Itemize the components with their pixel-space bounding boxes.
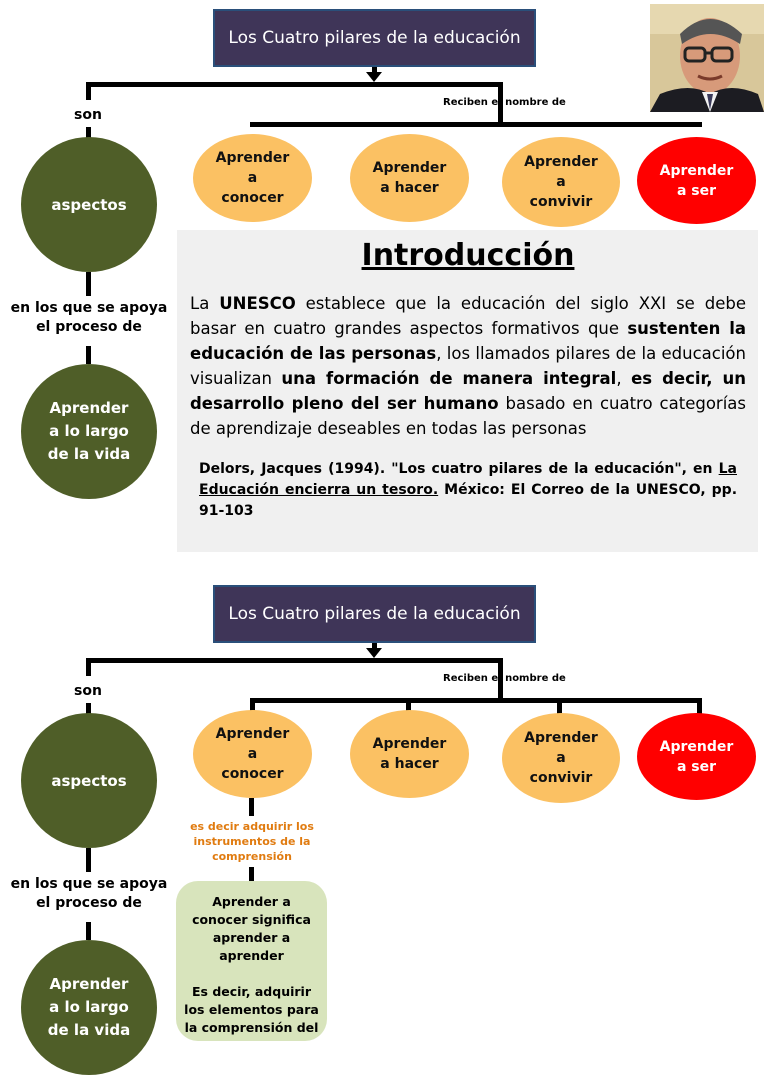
intro-bold: es decir, un desarrollo pleno del ser hu… [190,369,746,413]
connector [498,658,503,702]
pillar-line: a [556,750,566,766]
connector [86,82,91,100]
lifelong-line-2: a lo largo [49,998,129,1016]
connector [697,698,702,716]
box-paragraph-1: Aprender a conocer significa aprender a … [192,894,311,963]
connector [249,867,254,881]
pillar-line: Aprender [215,726,290,742]
ref-text: Delors, Jacques (1994). "Los cuatro pila… [199,461,719,477]
connector [250,122,702,127]
intro-panel: Introducción La UNESCO establece que la … [177,230,758,552]
aspectos-label: aspectos [51,771,127,790]
intro-text: La [190,294,220,313]
lifelong-line-3: de la vida [47,1021,131,1039]
apoya-line-2: el proceso de [36,895,142,911]
intro-paragraph: La UNESCO establece que la educación del… [190,291,746,441]
pillar-line: Aprender [524,154,598,170]
intro-reference: Delors, Jacques (1994). "Los cuatro pila… [190,459,746,522]
apoya-line-2: el proceso de [36,319,142,335]
aspectos-circle: aspectos [21,137,157,272]
pillar-line: Aprender [372,736,447,752]
pillar-line: Aprender [659,738,734,755]
conocer-note: es decir adquirir los instrumentos de la… [190,820,314,863]
pillar-line: conocer [221,190,284,206]
connector [86,346,91,364]
pillar-line: conocer [221,766,284,782]
intro-text: , [616,369,632,388]
connector [86,127,91,139]
apoya-label: en los que se apoya el proceso de [0,875,178,913]
pillar-line: convivir [529,194,593,210]
aspectos-circle: aspectos [21,713,157,848]
connector [86,922,91,940]
connector [86,848,91,872]
diagram-title-text: Los Cuatro pilares de la educación [228,604,521,624]
connector [86,82,503,87]
connector [249,798,254,816]
connector [498,82,503,126]
pillar-line: Aprender [659,162,734,179]
author-portrait [650,4,764,112]
connector [86,658,91,676]
connector [86,703,91,715]
pillar-ser: Aprender a ser [637,137,756,224]
lifelong-circle: Aprender a lo largo de la vida [21,940,157,1075]
intro-text: basado en cuatro categorías de aprendiza… [190,394,746,438]
apoya-line-1: en los que se apoya [10,300,168,316]
connector [86,272,91,296]
pillar-line: a [247,170,258,186]
lifelong-line-1: Aprender [49,399,129,417]
diagram-title-bottom: Los Cuatro pilares de la educación [213,585,536,643]
pillar-line: Aprender [372,160,447,176]
pillar-hacer: Aprender a hacer [350,134,469,222]
aspectos-label: aspectos [51,195,127,214]
pillar-line: Aprender [524,730,598,746]
intro-bold: una formación de manera integral [281,369,617,388]
conocer-explanation-box: Aprender a conocer significa aprender a … [176,881,327,1041]
pillar-hacer: Aprender a hacer [350,710,469,798]
lifelong-line-3: de la vida [47,445,131,463]
pillar-line: a hacer [380,756,439,772]
connector [250,698,255,712]
reciben-label: Reciben el nombre de [443,673,566,684]
arrow-down-icon [366,72,382,82]
pillar-conocer: Aprender a conocer [193,710,312,798]
son-label: son [74,683,102,699]
diagram-title-text: Los Cuatro pilares de la educación [228,28,521,48]
pillar-line: a [247,746,258,762]
reciben-label: Reciben el nombre de [443,97,566,108]
connector [86,658,503,663]
pillar-line: a ser [676,182,717,199]
intro-bold: sustenten la educación de las personas [190,319,747,363]
pillar-ser: Aprender a ser [637,713,756,800]
pillar-convivir: Aprender a convivir [502,713,620,803]
pillar-line: a ser [676,758,717,775]
portrait-image [650,4,764,112]
apoya-line-1: en los que se apoya [10,876,168,892]
pillar-conocer: Aprender a conocer [193,134,312,222]
apoya-label: en los que se apoya el proceso de [0,299,178,337]
intro-text: establece que la educación del siglo XXI… [190,294,746,338]
son-label: son [74,107,102,123]
connector [557,698,562,716]
pillar-line: convivir [529,770,593,786]
connector [406,698,411,712]
pillar-line: a [556,174,566,190]
lifelong-line-1: Aprender [49,975,129,993]
intro-text: , los llamados pilares de la educación v… [190,344,746,388]
intro-bold: UNESCO [219,294,296,313]
box-paragraph-2: Es decir, adquirir los elementos para la… [184,984,319,1035]
pillar-line: a hacer [380,180,439,196]
ref-text: México: El Correo de la UNESCO, pp. 91-1… [199,482,738,519]
pillar-convivir: Aprender a convivir [502,137,620,227]
pillar-line: Aprender [215,150,290,166]
lifelong-line-2: a lo largo [49,422,129,440]
lifelong-circle: Aprender a lo largo de la vida [21,364,157,499]
arrow-down-icon [366,648,382,658]
diagram-title-top: Los Cuatro pilares de la educación [213,9,536,67]
ref-title: La Educación encierra un tesoro. [199,461,737,498]
connector [250,698,702,703]
intro-heading: Introducción [361,238,575,273]
